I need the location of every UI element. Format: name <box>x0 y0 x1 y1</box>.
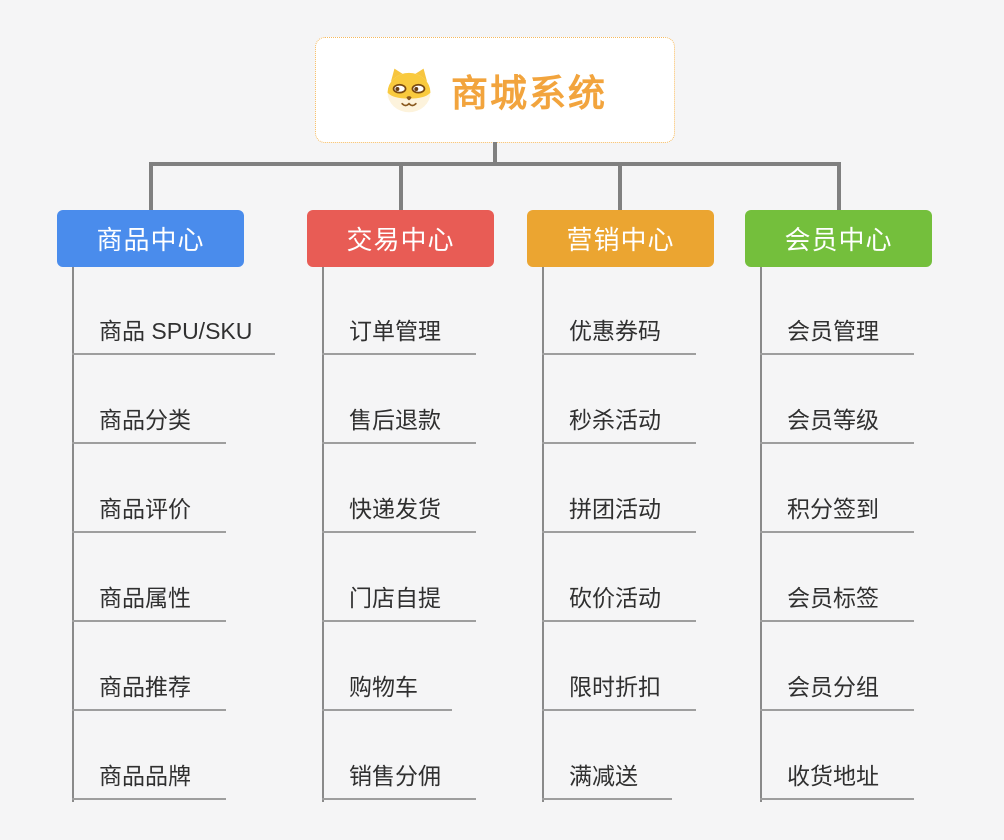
leaf-stem-product <box>72 267 74 802</box>
leaf-node[interactable]: 门店自提 <box>322 576 476 622</box>
leaf-node[interactable]: 购物车 <box>322 665 452 711</box>
leaf-node[interactable]: 秒杀活动 <box>542 398 696 444</box>
leaf-node[interactable]: 会员等级 <box>760 398 914 444</box>
leaf-node[interactable]: 会员分组 <box>760 665 914 711</box>
leaf-node[interactable]: 收货地址 <box>760 754 914 800</box>
leaf-node[interactable]: 会员标签 <box>760 576 914 622</box>
branch-drop-line-2 <box>399 164 403 211</box>
leaf-node[interactable]: 满减送 <box>542 754 672 800</box>
branch-node-trade-center[interactable]: 交易中心 <box>307 210 494 267</box>
leaf-node[interactable]: 积分签到 <box>760 487 914 533</box>
leaf-stem-trade <box>322 267 324 802</box>
leaf-node[interactable]: 商品属性 <box>72 576 226 622</box>
root-title: 商城系统 <box>451 73 607 114</box>
leaf-node[interactable]: 商品品牌 <box>72 754 226 800</box>
branch-node-product-center[interactable]: 商品中心 <box>57 210 244 267</box>
leaf-node[interactable]: 拼团活动 <box>542 487 696 533</box>
branch-node-marketing-center[interactable]: 营销中心 <box>527 210 714 267</box>
leaf-node[interactable]: 售后退款 <box>322 398 476 444</box>
branch-drop-line-3 <box>618 164 622 211</box>
leaf-node[interactable]: 快递发货 <box>322 487 476 533</box>
leaf-node[interactable]: 会员管理 <box>760 309 914 355</box>
leaf-stem-member <box>760 267 762 802</box>
leaf-node[interactable]: 优惠券码 <box>542 309 696 355</box>
leaf-node[interactable]: 商品评价 <box>72 487 226 533</box>
branch-drop-line-1 <box>149 164 153 211</box>
leaf-stem-marketing <box>542 267 544 802</box>
root-node-mall-system[interactable]: 商城系统 <box>315 37 675 143</box>
branch-drop-line-4 <box>837 164 841 211</box>
leaf-node[interactable]: 砍价活动 <box>542 576 696 622</box>
leaf-node[interactable]: 订单管理 <box>322 309 476 355</box>
leaf-node[interactable]: 限时折扣 <box>542 665 696 711</box>
leaf-node[interactable]: 商品 SPU/SKU <box>72 309 275 355</box>
leaf-node[interactable]: 销售分佣 <box>322 754 476 800</box>
branch-node-member-center[interactable]: 会员中心 <box>745 210 932 267</box>
leaf-node[interactable]: 商品推荐 <box>72 665 226 711</box>
root-connector-drop <box>493 142 497 166</box>
leaf-node[interactable]: 商品分类 <box>72 398 226 444</box>
shiba-dog-icon <box>387 68 431 113</box>
branch-connector-horizontal <box>149 162 841 166</box>
